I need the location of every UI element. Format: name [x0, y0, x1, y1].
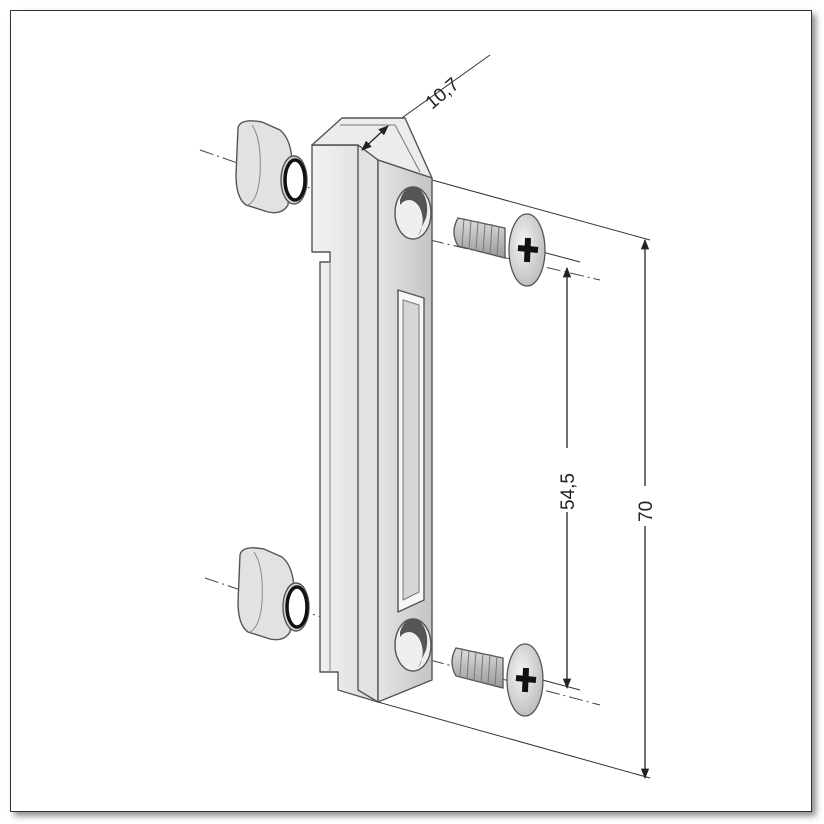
upper-screw [453, 213, 546, 287]
lower-screw [451, 643, 544, 717]
dim-label-hole-spacing: 54,5 [558, 473, 579, 510]
upper-bushing [235, 120, 308, 214]
dimension-total-height: 70 [636, 238, 657, 780]
dim-label-total-height: 70 [636, 501, 657, 522]
dim-label-width: 10,7 [422, 74, 464, 114]
phillips-cross-icon [517, 237, 539, 263]
dimension-hole-spacing: 54,5 [558, 266, 579, 690]
striker-plate [311, 117, 433, 703]
phillips-cross-icon [515, 667, 537, 693]
lower-bushing [237, 547, 310, 641]
